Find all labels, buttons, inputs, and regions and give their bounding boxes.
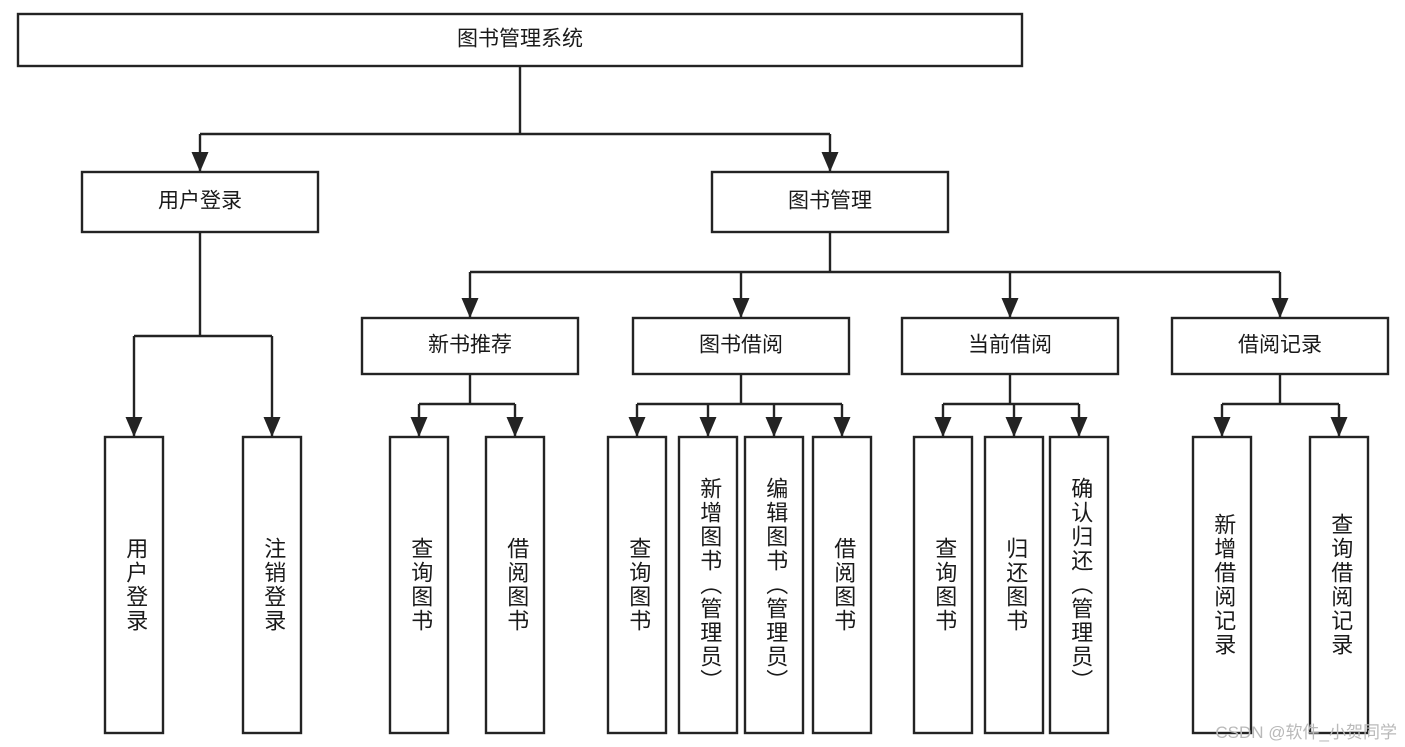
node-box-l-confirm-return bbox=[1048, 435, 1110, 735]
node-l-add-record[interactable]: 新增借阅记录 bbox=[1191, 435, 1253, 735]
node-l-user-logout[interactable]: 注销登录 bbox=[241, 435, 303, 735]
node-l-query-book-1[interactable]: 查询图书 bbox=[388, 435, 450, 735]
node-box-n-book-mgmt bbox=[710, 170, 950, 234]
edge-group-n_book_mgmt bbox=[461, 232, 1289, 318]
node-root[interactable]: 图书管理系统 bbox=[16, 12, 1024, 68]
node-box-l-edit-book bbox=[743, 435, 805, 735]
node-label-n-new-book-rec: 新书推荐 bbox=[428, 334, 512, 357]
node-l-add-book[interactable]: 新增图书（管理员） bbox=[677, 435, 739, 735]
node-label-l-query-book-1: 查询图书 bbox=[408, 537, 433, 633]
node-n-user-login[interactable]: 用户登录 bbox=[80, 170, 320, 234]
edge-group-n_new_book_rec bbox=[410, 374, 524, 437]
node-n-borrow-record[interactable]: 借阅记录 bbox=[1170, 316, 1390, 376]
edge-group-n_user_login bbox=[125, 232, 281, 437]
node-label-l-return-book: 归还图书 bbox=[1003, 537, 1028, 633]
node-n-book-mgmt[interactable]: 图书管理 bbox=[710, 170, 950, 234]
node-l-user-login[interactable]: 用户登录 bbox=[103, 435, 165, 735]
edge-group-root bbox=[191, 66, 839, 172]
node-l-query-record[interactable]: 查询借阅记录 bbox=[1308, 435, 1370, 735]
node-label-n-user-login: 用户登录 bbox=[158, 190, 242, 213]
node-l-borrow-book-2[interactable]: 借阅图书 bbox=[811, 435, 873, 735]
edge-group-n_book_borrow bbox=[628, 374, 851, 437]
node-box-root bbox=[16, 12, 1024, 68]
node-n-new-book-rec[interactable]: 新书推荐 bbox=[360, 316, 580, 376]
node-label-l-user-login: 用户登录 bbox=[123, 537, 148, 633]
node-box-l-query-book-2 bbox=[606, 435, 668, 735]
node-label-l-query-record: 查询借阅记录 bbox=[1328, 513, 1353, 657]
node-box-l-add-record bbox=[1191, 435, 1253, 735]
node-label-n-current-borrow: 当前借阅 bbox=[968, 334, 1052, 357]
node-l-edit-book[interactable]: 编辑图书（管理员） bbox=[743, 435, 805, 735]
node-label-l-borrow-book-2: 借阅图书 bbox=[831, 537, 856, 633]
edges-layer bbox=[125, 66, 1348, 437]
node-l-return-book[interactable]: 归还图书 bbox=[983, 435, 1045, 735]
watermark-label: CSDN @软件_小贺同学 bbox=[1215, 723, 1397, 742]
node-box-l-query-record bbox=[1308, 435, 1370, 735]
node-box-l-user-login bbox=[103, 435, 165, 735]
node-box-l-query-book-1 bbox=[388, 435, 450, 735]
node-l-confirm-return[interactable]: 确认归还（管理员） bbox=[1048, 435, 1110, 735]
node-label-n-book-mgmt: 图书管理 bbox=[788, 190, 872, 213]
node-box-l-add-book bbox=[677, 435, 739, 735]
node-l-borrow-book-1[interactable]: 借阅图书 bbox=[484, 435, 546, 735]
node-box-l-user-logout bbox=[241, 435, 303, 735]
node-box-n-current-borrow bbox=[900, 316, 1120, 376]
node-label-l-confirm-return: 确认归还（管理员） bbox=[1068, 477, 1093, 693]
node-label-l-add-book: 新增图书（管理员） bbox=[697, 477, 722, 693]
node-box-l-return-book bbox=[983, 435, 1045, 735]
node-box-l-borrow-book-1 bbox=[484, 435, 546, 735]
node-box-n-new-book-rec bbox=[360, 316, 580, 376]
node-label-l-query-book-3: 查询图书 bbox=[932, 537, 957, 633]
node-l-query-book-3[interactable]: 查询图书 bbox=[912, 435, 974, 735]
node-label-l-borrow-book-1: 借阅图书 bbox=[504, 537, 529, 633]
node-box-l-borrow-book-2 bbox=[811, 435, 873, 735]
edge-group-n_borrow_record bbox=[1213, 374, 1348, 437]
node-l-query-book-2[interactable]: 查询图书 bbox=[606, 435, 668, 735]
node-label-l-edit-book: 编辑图书（管理员） bbox=[763, 477, 788, 693]
nodes-layer: 图书管理系统用户登录图书管理新书推荐图书借阅当前借阅借阅记录用户登录注销登录查询… bbox=[16, 12, 1390, 735]
node-label-l-user-logout: 注销登录 bbox=[261, 537, 286, 633]
node-box-n-borrow-record bbox=[1170, 316, 1390, 376]
edge-group-n_current_borrow bbox=[934, 374, 1088, 437]
node-box-n-user-login bbox=[80, 170, 320, 234]
node-label-n-book-borrow: 图书借阅 bbox=[699, 334, 783, 357]
node-n-book-borrow[interactable]: 图书借阅 bbox=[631, 316, 851, 376]
node-label-l-query-book-2: 查询图书 bbox=[626, 537, 651, 633]
node-box-n-book-borrow bbox=[631, 316, 851, 376]
node-n-current-borrow[interactable]: 当前借阅 bbox=[900, 316, 1120, 376]
node-label-n-borrow-record: 借阅记录 bbox=[1238, 334, 1322, 357]
node-label-root: 图书管理系统 bbox=[457, 28, 583, 51]
node-label-l-add-record: 新增借阅记录 bbox=[1211, 513, 1236, 657]
node-box-l-query-book-3 bbox=[912, 435, 974, 735]
